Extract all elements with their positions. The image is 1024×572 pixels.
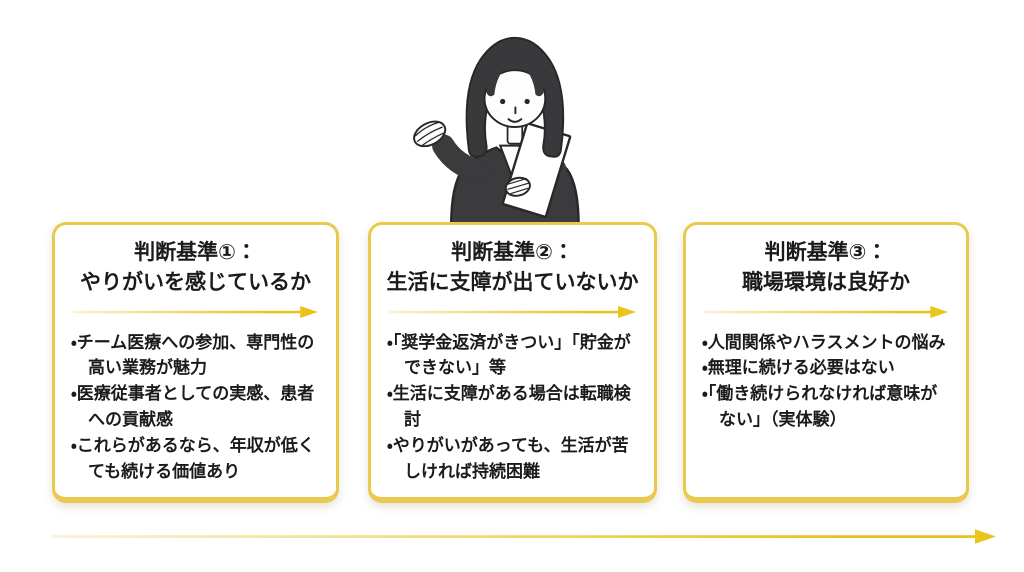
card-title-line1: 判断基準②： xyxy=(451,241,574,264)
bullet-item: ・これらがあるなら、年収が低くても続ける価値あり xyxy=(71,435,315,481)
card-title: 判断基準②： 生活に支障が出ていないか xyxy=(371,238,654,298)
bullet-item: ・人間関係やハラスメントの悩み xyxy=(702,332,946,352)
card-title: 判断基準③： 職場環境は良好か xyxy=(686,238,966,298)
criteria-card-3: 判断基準③： 職場環境は良好か ・人間関係やハラスメントの悩み ・無理に続ける必… xyxy=(683,222,969,503)
bang-right-shape xyxy=(516,59,544,97)
bullet-list: ・チーム医療への参加、専門性の高い業務が魅力 ・医療従事者としての実感、患者への… xyxy=(71,330,323,485)
eye-right xyxy=(524,98,530,105)
card-title-line1: 判断基準③： xyxy=(764,241,888,264)
criteria-card-2: 判断基準②： 生活に支障が出ていないか ・「奨学金返済がきつい」「貯金ができない… xyxy=(368,222,657,503)
bullet-item: ・やりがいがあっても、生活が苦しければ持続困難 xyxy=(387,435,629,481)
card-title-line2: やりがいを感じているか xyxy=(80,270,311,294)
businesswoman-illustration xyxy=(413,36,580,226)
bullet-list: ・人間関係やハラスメントの悩み ・無理に続ける必要はない ・「働き続けられなけれ… xyxy=(702,330,953,433)
card-title-arrow-icon xyxy=(703,305,949,318)
card-title-line2: 職場環境は良好か xyxy=(742,270,910,294)
bullet-item: ・「働き続けられなければ意味がない」（実体験） xyxy=(702,384,938,430)
criteria-card-1: 判断基準①： やりがいを感じているか ・チーム医療への参加、専門性の高い業務が魅… xyxy=(52,222,339,503)
bullet-item: ・医療従事者としての実感、患者への貢献感 xyxy=(71,384,315,430)
bullet-list: ・「奨学金返済がきつい」「貯金ができない」等 ・生活に支障がある場合は転職検討 … xyxy=(387,330,641,485)
mouth-smile xyxy=(507,118,523,123)
card-title: 判断基準①： やりがいを感じているか xyxy=(55,238,336,298)
bottom-flow-arrow-icon xyxy=(52,529,996,544)
bullet-item: ・チーム医療への参加、専門性の高い業務が魅力 xyxy=(71,332,315,378)
holding-hand-shape xyxy=(504,176,531,197)
presenting-arm-sleeve xyxy=(432,134,492,184)
bang-left-shape xyxy=(486,59,513,97)
bullet-item: ・「奨学金返済がきつい」「貯金ができない」等 xyxy=(387,332,631,378)
face-shape xyxy=(483,69,547,128)
card-title-arrow-icon xyxy=(388,305,637,318)
hair-shape xyxy=(465,36,565,158)
bullet-item: ・無理に続ける必要はない xyxy=(702,358,895,378)
bullet-item: ・生活に支障がある場合は転職検討 xyxy=(387,384,631,430)
card-title-line2: 生活に支障が出ていないか xyxy=(386,270,639,294)
card-title-line1: 判断基準①： xyxy=(134,241,257,264)
card-title-arrow-icon xyxy=(72,305,319,318)
presenting-hand-shape xyxy=(413,120,447,148)
eye-left xyxy=(500,98,506,105)
